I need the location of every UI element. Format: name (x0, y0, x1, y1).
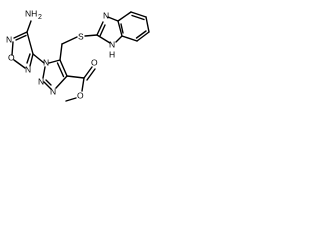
molecule-structure-diagram: NH 2 N O N N N N S N N H O O (6, 8, 150, 102)
bond-benz-3 (145, 16, 150, 33)
label-bzim-nh-n: N (109, 39, 115, 49)
triazole-ring (42, 59, 68, 90)
bond-oxadiazole-n5-c4 (29, 53, 34, 67)
bond-bzim-c3a-c7a (117, 20, 123, 37)
label-oxadiazole-n-bottom: N (25, 64, 31, 74)
label-bzim-n-imine: N (103, 10, 109, 20)
label-triazole-n3: N (50, 86, 56, 96)
bond-oxadiazole-c3-n2 (13, 31, 28, 39)
bond-ch2-s (61, 36, 78, 45)
bond-carbonyl-o (83, 66, 93, 79)
bond-triazole-n1-c5 (48, 59, 61, 64)
bond-carbonyl-oester (81, 77, 85, 92)
label-triazole-n1: N (43, 57, 49, 67)
label-sulfur: S (78, 31, 84, 41)
bond-carbonyl-o-double (86, 68, 96, 81)
label-nh2: NH (25, 8, 37, 18)
label-oxadiazole-o: O (8, 52, 15, 62)
bond-benz-1 (117, 11, 132, 22)
label-nh2-subscript: 2 (38, 14, 42, 21)
bond-bzim-c2-n3 (96, 21, 104, 36)
bond-benz-5 (121, 35, 138, 42)
bond-c3-nh2 (26, 20, 32, 33)
benzimidazole-ring (96, 11, 150, 44)
bond-triazole-n3-n2-double (45, 79, 52, 86)
bond-oxadiazole-triazole (32, 53, 45, 64)
bond-c4-carbonyl (66, 75, 85, 79)
label-oxadiazole-n-top: N (6, 34, 12, 44)
bond-bzim-n3-c3a (107, 16, 119, 22)
bond-triazole-c5-c4-double (56, 62, 65, 78)
bond-oester-methyl (65, 97, 77, 102)
bond-c5-ch2 (59, 43, 63, 61)
bond-oxadiazole-n5-c4-double (26, 53, 31, 64)
bond-benz-4 (136, 31, 150, 42)
bond-oxadiazole-c3-n2-double (15, 34, 27, 41)
bond-oxadiazole-o1-n5 (13, 59, 26, 69)
bond-triazole-n2-n1 (42, 66, 46, 79)
bond-triazole-c5-c4 (59, 59, 68, 77)
bond-oxadiazole-c4-c3 (26, 31, 34, 55)
bond-triazole-c4-n3 (55, 75, 68, 89)
label-ester-carbonyl-o: O (91, 57, 98, 67)
bond-triazole-n3-n2 (43, 81, 52, 90)
label-ester-link-o: O (77, 90, 84, 100)
bond-bzim-n1-c7a (115, 35, 123, 43)
oxadiazole-ring (11, 31, 34, 69)
atom-labels: NH 2 N O N N N N S N N H O O (6, 8, 115, 100)
bond-benz-4-double (135, 30, 147, 39)
bond-benz-2 (130, 11, 147, 18)
label-bzim-nh-h: H (109, 49, 115, 59)
bond-benz-1-inner (120, 23, 124, 34)
bond-oxadiazole-n2-o1 (11, 41, 14, 56)
bond-s-bzim (84, 34, 98, 37)
bond-benz-2-double (131, 14, 145, 21)
bond-bzim-c2-n1 (96, 34, 111, 44)
label-triazole-n2: N (38, 76, 44, 86)
bond-bzim-c2-n3-double (99, 24, 106, 37)
